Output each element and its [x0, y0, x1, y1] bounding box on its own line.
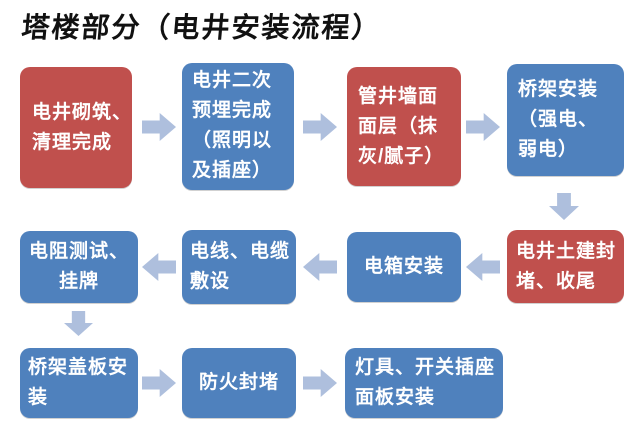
flow-step-11: 灯具、开关插座 面板安装: [345, 348, 503, 418]
flow-step-10-label: 防火封堵: [198, 372, 279, 393]
flow-step-9-label: 桥架盖板安 装: [28, 357, 129, 408]
flow-step-1: 电井砌筑、 清理完成: [20, 67, 132, 188]
flow-step-8-label: 电阻测试、 挂牌: [28, 241, 129, 292]
flow-step-3-label: 管井墙面 面层（抹 灰/腻子）: [358, 85, 445, 167]
flow-step-11-label: 灯具、开关插座 面板安装: [355, 357, 496, 408]
arrow-right-icon: [303, 369, 337, 397]
arrow-left-icon: [303, 253, 337, 281]
arrow-right-icon: [142, 369, 176, 397]
flow-step-7-label: 电线、电缆 敷设: [190, 241, 291, 292]
flow-step-5-label: 电井土建封 堵、收尾: [516, 240, 617, 292]
flow-step-1-label: 电井砌筑、 清理完成: [32, 101, 133, 153]
flow-step-4-label: 桥架安装 （强电、 弱电）: [518, 79, 599, 160]
arrow-right-icon: [466, 113, 500, 141]
flow-step-7: 电线、电缆 敷设: [182, 230, 296, 304]
flow-step-5: 电井土建封 堵、收尾: [507, 230, 624, 303]
arrow-right-icon: [142, 113, 176, 141]
flow-step-2-label: 电井二次 预埋完成 （照明以 及插座）: [192, 70, 273, 181]
flow-step-8: 电阻测试、 挂牌: [20, 231, 138, 303]
flow-step-3: 管井墙面 面层（抹 灰/腻子）: [347, 67, 461, 186]
page-title: 塔楼部分（电井安装流程）: [20, 11, 384, 44]
flow-step-6: 电箱安装: [347, 232, 461, 302]
arrow-down-icon: [549, 193, 579, 220]
arrow-left-icon: [466, 253, 500, 281]
arrow-right-icon: [303, 113, 337, 141]
flow-step-6-label: 电箱安装: [363, 256, 444, 277]
arrow-down-icon: [64, 311, 93, 336]
arrow-left-icon: [142, 253, 176, 281]
flow-step-4: 桥架安装 （强电、 弱电）: [507, 64, 624, 176]
flow-step-10: 防火封堵: [182, 348, 296, 418]
flow-step-9: 桥架盖板安 装: [20, 348, 138, 418]
flow-step-2: 电井二次 预埋完成 （照明以 及插座）: [182, 63, 294, 190]
